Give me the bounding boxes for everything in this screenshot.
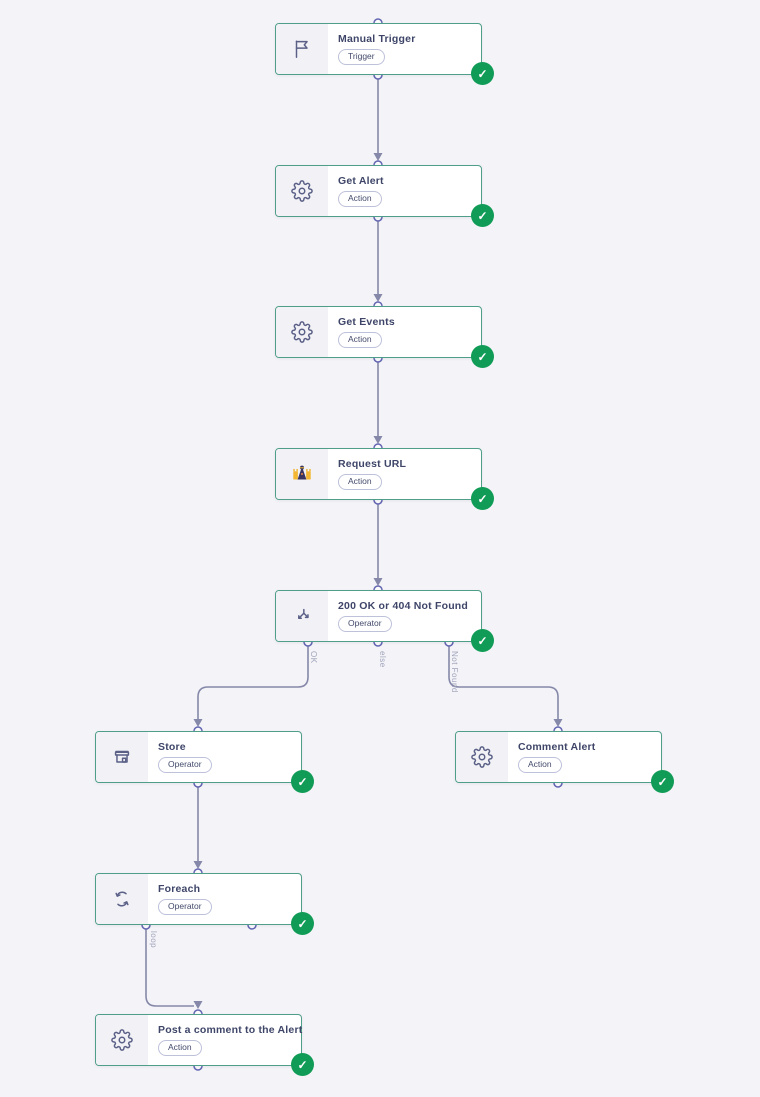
edge-condition-store — [197, 646, 309, 719]
node-title: Post a comment to the Alert — [158, 1024, 303, 1037]
http-app-icon — [293, 465, 311, 480]
check-icon: ✓ — [477, 66, 488, 81]
node-content: 200 OK or 404 Not Found Operator — [328, 591, 481, 641]
edge-label-not-found: Not Found — [450, 651, 459, 693]
edge-condition-commentalert — [448, 646, 559, 719]
node-title: Foreach — [158, 883, 201, 896]
success-status-badge: ✓ — [651, 770, 674, 793]
arrowhead-icon — [193, 719, 203, 727]
node-get-events[interactable]: Get Events Action ✓ — [275, 306, 494, 368]
node-title: Get Alert — [338, 175, 384, 188]
node-foreach[interactable]: Foreach Operator ✓ — [95, 873, 314, 935]
node-content: Comment Alert Action — [508, 732, 661, 782]
node-type-badge: Trigger — [338, 49, 385, 65]
success-status-badge: ✓ — [471, 62, 494, 85]
node-content: Get Alert Action — [328, 166, 481, 216]
node-icon-panel — [276, 24, 328, 74]
node-type-badge: Operator — [158, 757, 212, 773]
edge-label-else: else — [378, 651, 387, 668]
arrowhead-icon — [553, 719, 563, 727]
node-type-badge: Operator — [158, 899, 212, 915]
flag-icon — [295, 40, 308, 58]
store-icon — [114, 750, 130, 763]
node-icon-panel — [276, 166, 328, 216]
check-icon: ✓ — [477, 491, 488, 506]
node-icon-panel — [276, 449, 328, 499]
branch-icon — [298, 608, 309, 620]
success-status-badge: ✓ — [471, 204, 494, 227]
arrowhead-icon — [373, 294, 383, 302]
success-status-badge: ✓ — [471, 345, 494, 368]
node-type-badge: Operator — [338, 616, 392, 632]
node-store[interactable]: Store Operator ✓ — [95, 731, 314, 793]
node-get-alert[interactable]: Get Alert Action ✓ — [275, 165, 494, 227]
node-type-badge: Action — [338, 474, 382, 490]
success-status-badge: ✓ — [471, 629, 494, 652]
node-content: Foreach Operator — [148, 874, 301, 924]
node-title: Manual Trigger — [338, 33, 416, 46]
check-icon: ✓ — [297, 916, 308, 931]
arrowhead-icon — [193, 1001, 203, 1009]
arrowhead-icon — [373, 578, 383, 586]
edge-label-loop: loop — [149, 931, 158, 949]
node-icon-panel — [96, 1015, 148, 1065]
node-post-comment-to-alert[interactable]: Post a comment to the Alert Action ✓ — [95, 1014, 314, 1076]
node-title: 200 OK or 404 Not Found — [338, 600, 469, 613]
node-type-badge: Action — [518, 757, 562, 773]
node-content: Manual Trigger Trigger — [328, 24, 481, 74]
check-icon: ✓ — [657, 774, 668, 789]
gear-icon — [291, 180, 313, 202]
node-icon-panel — [276, 307, 328, 357]
node-title: Store — [158, 741, 186, 754]
gear-icon — [471, 746, 493, 768]
edge-label-ok: OK — [309, 651, 318, 664]
arrowhead-icon — [373, 153, 383, 161]
gear-icon — [111, 1029, 133, 1051]
node-type-badge: Action — [338, 191, 382, 207]
node-comment-alert[interactable]: Comment Alert Action ✓ — [455, 731, 674, 793]
node-type-badge: Action — [158, 1040, 202, 1056]
check-icon: ✓ — [477, 208, 488, 223]
node-content: Get Events Action — [328, 307, 481, 357]
success-status-badge: ✓ — [471, 487, 494, 510]
node-icon-panel — [96, 874, 148, 924]
node-condition-200-ok-or-404-not-found[interactable]: 200 OK or 404 Not Found Operator ✓ — [275, 590, 494, 652]
success-status-badge: ✓ — [291, 912, 314, 935]
check-icon: ✓ — [477, 633, 488, 648]
node-icon-panel — [96, 732, 148, 782]
node-content: Store Operator — [148, 732, 301, 782]
node-request-url[interactable]: Request URL Action ✓ — [275, 448, 494, 510]
arrowhead-icon — [193, 861, 203, 869]
node-icon-panel — [276, 591, 328, 641]
success-status-badge: ✓ — [291, 770, 314, 793]
node-type-badge: Action — [338, 332, 382, 348]
node-content: Post a comment to the Alert Action — [148, 1015, 302, 1065]
node-manual-trigger[interactable]: Manual Trigger Trigger ✓ — [275, 23, 494, 85]
check-icon: ✓ — [477, 349, 488, 364]
check-icon: ✓ — [297, 1057, 308, 1072]
success-status-badge: ✓ — [291, 1053, 314, 1076]
node-content: Request URL Action — [328, 449, 481, 499]
node-icon-panel — [456, 732, 508, 782]
check-icon: ✓ — [297, 774, 308, 789]
node-title: Comment Alert — [518, 741, 596, 754]
gear-icon — [291, 321, 313, 343]
arrowhead-icon — [373, 436, 383, 444]
node-title: Get Events — [338, 316, 395, 329]
loop-icon — [115, 891, 129, 907]
node-title: Request URL — [338, 458, 407, 471]
